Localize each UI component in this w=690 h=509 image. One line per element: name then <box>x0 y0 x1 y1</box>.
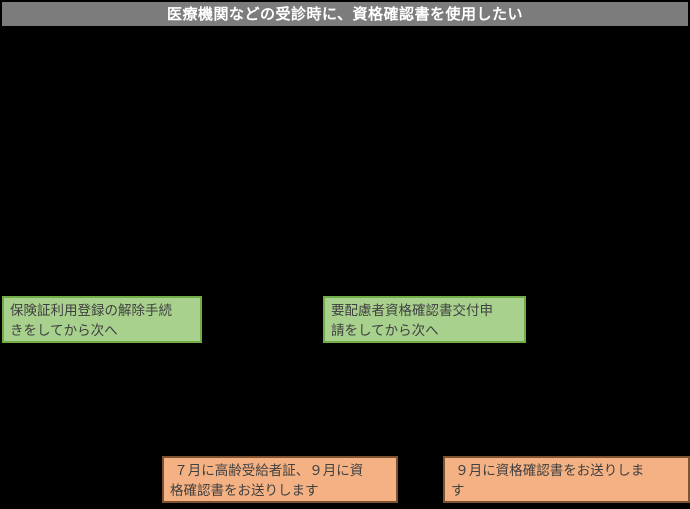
page-title: 医療機関などの受診時に、資格確認書を使用したい <box>166 5 524 23</box>
note-line: 請をしてから次へ <box>331 323 439 339</box>
page-title-banner: 医療機関などの受診時に、資格確認書を使用したい <box>2 2 688 26</box>
note-insurance-card-unregister: 保険証利用登録の解除手続 きをしてから次へ <box>2 296 202 343</box>
note-line: ７月に高齢受給者証、９月に資 <box>170 463 364 479</box>
note-line: ９月に資格確認書をお送りしま <box>451 463 645 479</box>
note-line: 保険証利用登録の解除手続 <box>10 303 172 319</box>
note-line: きをしてから次へ <box>10 323 118 339</box>
note-line: 要配慮者資格確認書交付申 <box>331 303 493 319</box>
note-line: 格確認書をお送りします <box>170 483 319 499</box>
note-july-september-mailing: ７月に高齢受給者証、９月に資 格確認書をお送りします <box>162 456 398 503</box>
note-september-mailing: ９月に資格確認書をお送りしま す <box>443 456 690 503</box>
note-special-needs-certificate-application: 要配慮者資格確認書交付申 請をしてから次へ <box>323 296 526 343</box>
note-line: す <box>451 483 465 499</box>
